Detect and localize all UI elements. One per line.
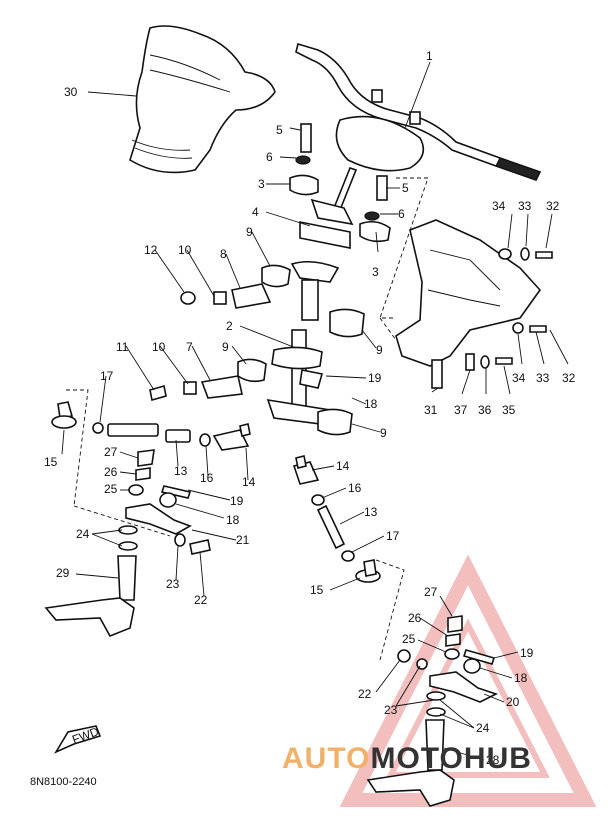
callout-17: 17 [100, 369, 114, 383]
callout-23: 23 [166, 577, 180, 591]
callout-25: 25 [402, 632, 416, 646]
callout-19: 19 [230, 494, 244, 508]
callout-37: 37 [454, 403, 468, 417]
callout-18: 18 [364, 397, 378, 411]
watermark-triangle [339, 554, 597, 807]
callout-5: 5 [276, 123, 283, 137]
right-tie-rod [292, 455, 405, 661]
left-pitman-arm [44, 449, 211, 638]
callout-29: 29 [56, 566, 70, 580]
callout-33: 33 [536, 371, 550, 385]
callout-13: 13 [364, 505, 378, 519]
callout-14: 14 [336, 459, 350, 473]
column-holders-left [149, 264, 291, 402]
handlebar [295, 42, 542, 211]
callout-19: 19 [368, 371, 382, 385]
callout-16: 16 [200, 471, 214, 485]
callout-9: 9 [222, 340, 229, 354]
callout-22: 22 [194, 593, 208, 607]
callout-35: 35 [502, 403, 516, 417]
callout-30: 30 [64, 85, 78, 99]
callout-1: 1 [426, 49, 433, 63]
callout-24: 24 [76, 527, 90, 541]
callout-21: 21 [236, 533, 250, 547]
callout-26: 26 [408, 611, 422, 625]
callout-24: 24 [476, 721, 490, 735]
callout-6: 6 [266, 150, 273, 164]
callout-33: 33 [518, 199, 532, 213]
callout-25: 25 [104, 482, 118, 496]
handlebar-cover [129, 25, 276, 174]
handlebar-holders [289, 123, 391, 249]
callout-8: 8 [220, 247, 227, 261]
callout-14: 14 [242, 475, 256, 489]
callout-4: 4 [252, 205, 259, 219]
callout-9: 9 [380, 426, 387, 440]
bushings [299, 308, 365, 436]
watermark-text-auto: AUTO [282, 742, 371, 775]
callout-9: 9 [246, 225, 253, 239]
watermark-text: AUTOMOTOHUB [282, 742, 532, 776]
callout-31: 31 [424, 403, 438, 417]
fwd-label: FWD [70, 724, 101, 747]
callout-27: 27 [104, 445, 118, 459]
callout-22: 22 [358, 687, 372, 701]
callout-6: 6 [398, 207, 405, 221]
callout-10: 10 [152, 340, 166, 354]
callout-3: 3 [372, 265, 379, 279]
callout-18: 18 [226, 513, 240, 527]
callout-15: 15 [310, 583, 324, 597]
callout-5: 5 [402, 181, 409, 195]
callout-16: 16 [348, 481, 362, 495]
callout-27: 27 [424, 585, 438, 599]
callout-17: 17 [386, 529, 400, 543]
callout-28: 28 [486, 753, 500, 767]
leader-lines [61, 61, 569, 761]
callout-19: 19 [520, 646, 534, 660]
callout-34: 34 [492, 199, 506, 213]
bracket-dashed-box [379, 177, 429, 341]
callout-2: 2 [226, 319, 233, 333]
callout-15: 15 [44, 455, 58, 469]
callout-20: 20 [506, 695, 520, 709]
catalog-number: 8N8100-2240 [30, 776, 97, 788]
callout-18: 18 [514, 671, 528, 685]
callout-10: 10 [178, 243, 192, 257]
callout-23: 23 [384, 703, 398, 717]
callout-26: 26 [104, 465, 118, 479]
callout-11: 11 [116, 340, 129, 354]
callout-13: 13 [174, 464, 188, 478]
callout-34: 34 [512, 371, 526, 385]
callout-7: 7 [186, 340, 193, 354]
right-pitman-arm [366, 615, 499, 807]
callout-36: 36 [478, 403, 492, 417]
callout-12: 12 [144, 243, 158, 257]
left-tie-rod [51, 389, 251, 537]
callout-3: 3 [258, 177, 265, 191]
callout-32: 32 [546, 199, 560, 213]
watermark-text-moto: MOTO [370, 742, 464, 775]
callout-9: 9 [376, 343, 383, 357]
callout-32: 32 [562, 371, 576, 385]
column-bracket [395, 219, 553, 389]
fwd-arrow-icon: FWD [54, 724, 102, 754]
callout-labels: 1 2 3 3 4 5 5 6 6 7 8 9 9 9 9 10 10 11 1… [44, 49, 576, 767]
watermark-text-hub: HUB [463, 742, 532, 775]
